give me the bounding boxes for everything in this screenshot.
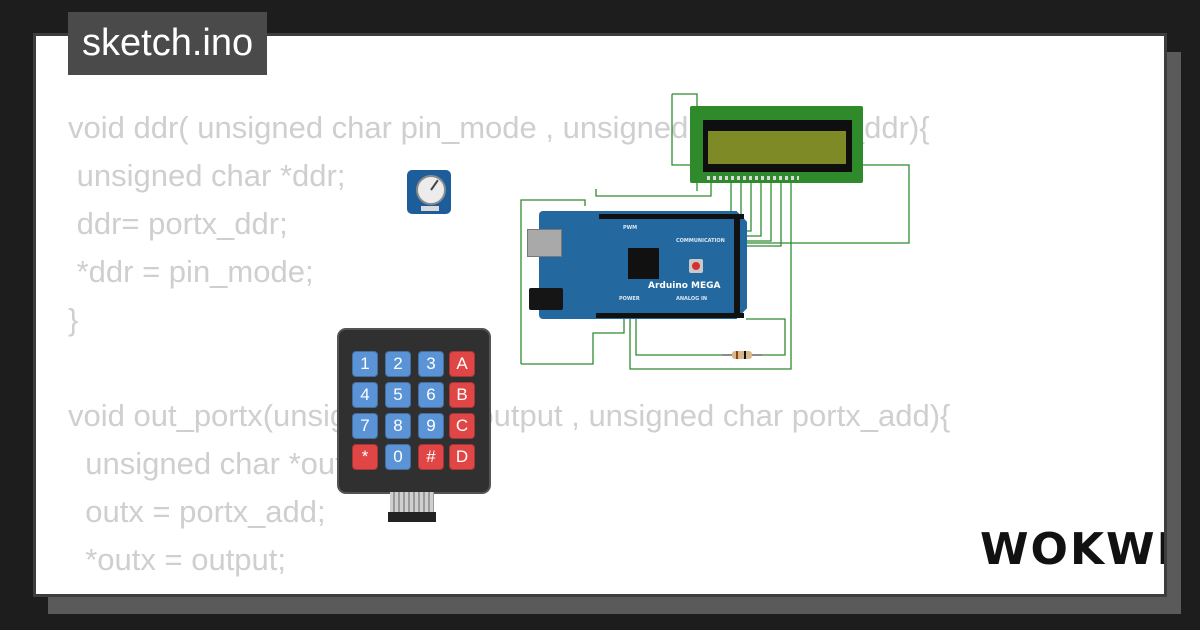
keypad-key-a[interactable]: A <box>449 351 475 377</box>
wire <box>520 199 586 364</box>
wire <box>736 176 782 247</box>
keypad-key-1[interactable]: 1 <box>352 351 378 377</box>
keypad-key-3[interactable]: 3 <box>418 351 444 377</box>
keypad-key-0[interactable]: 0 <box>385 444 411 470</box>
code-line: ddr= portx_ddr; <box>68 206 288 241</box>
keypad-key-7[interactable]: 7 <box>352 413 378 439</box>
silk-pwm: PWM <box>623 225 638 231</box>
power-jack <box>529 288 563 310</box>
code-line: *outx = output; <box>68 542 287 577</box>
analog-pin-header <box>596 313 744 318</box>
wire <box>629 176 792 370</box>
usb-port <box>527 229 562 257</box>
lcd-pin-header <box>707 176 799 180</box>
reset-button[interactable] <box>689 259 703 273</box>
keypad-key-9[interactable]: 9 <box>418 413 444 439</box>
keypad-key-5[interactable]: 5 <box>385 382 411 408</box>
potentiometer-knob[interactable] <box>416 175 446 205</box>
wire <box>521 319 625 365</box>
code-line: unsigned char *outx; <box>68 446 368 481</box>
wire <box>595 176 712 197</box>
resistor[interactable] <box>732 351 752 359</box>
potentiometer-pins <box>421 206 439 211</box>
wire <box>671 94 910 244</box>
preview-card: void ddr( unsigned char pin_mode , unsig… <box>33 33 1167 597</box>
potentiometer[interactable] <box>407 170 451 214</box>
wire <box>736 176 772 242</box>
board-label: Arduino MEGA <box>648 281 721 291</box>
membrane-keypad: 1 2 3 A 4 5 6 B 7 8 9 C * 0 # D <box>337 328 491 494</box>
keypad-connector <box>388 512 436 522</box>
keypad-key-d[interactable]: D <box>449 444 475 470</box>
keypad-key-b[interactable]: B <box>449 382 475 408</box>
silk-communication: COMMUNICATION <box>676 238 725 244</box>
wire <box>635 319 722 356</box>
wiring-diagram <box>520 93 910 370</box>
code-line: *ddr = pin_mode; <box>68 254 314 289</box>
keypad-key-2[interactable]: 2 <box>385 351 411 377</box>
silk-power: POWER <box>619 296 640 302</box>
microcontroller-chip <box>628 248 659 279</box>
lcd-screen <box>708 131 846 164</box>
keypad-key-6[interactable]: 6 <box>418 382 444 408</box>
digital-pin-header <box>599 214 744 219</box>
keypad-key-8[interactable]: 8 <box>385 413 411 439</box>
silk-analog-in: ANALOG IN <box>676 296 708 302</box>
file-title: sketch.ino <box>68 12 268 75</box>
extended-pin-header <box>734 214 740 314</box>
wire <box>746 318 786 356</box>
keypad-key-c[interactable]: C <box>449 413 475 439</box>
code-line: unsigned char *ddr; <box>68 158 346 193</box>
code-line: } <box>68 584 950 594</box>
keypad-key-4[interactable]: 4 <box>352 382 378 408</box>
keypad-key-star[interactable]: * <box>352 444 378 470</box>
keypad-key-hash[interactable]: # <box>418 444 444 470</box>
code-line: } <box>68 302 79 337</box>
code-line: outx = portx_add; <box>68 494 326 529</box>
wokwi-logo: WOKWI <box>980 524 1164 575</box>
